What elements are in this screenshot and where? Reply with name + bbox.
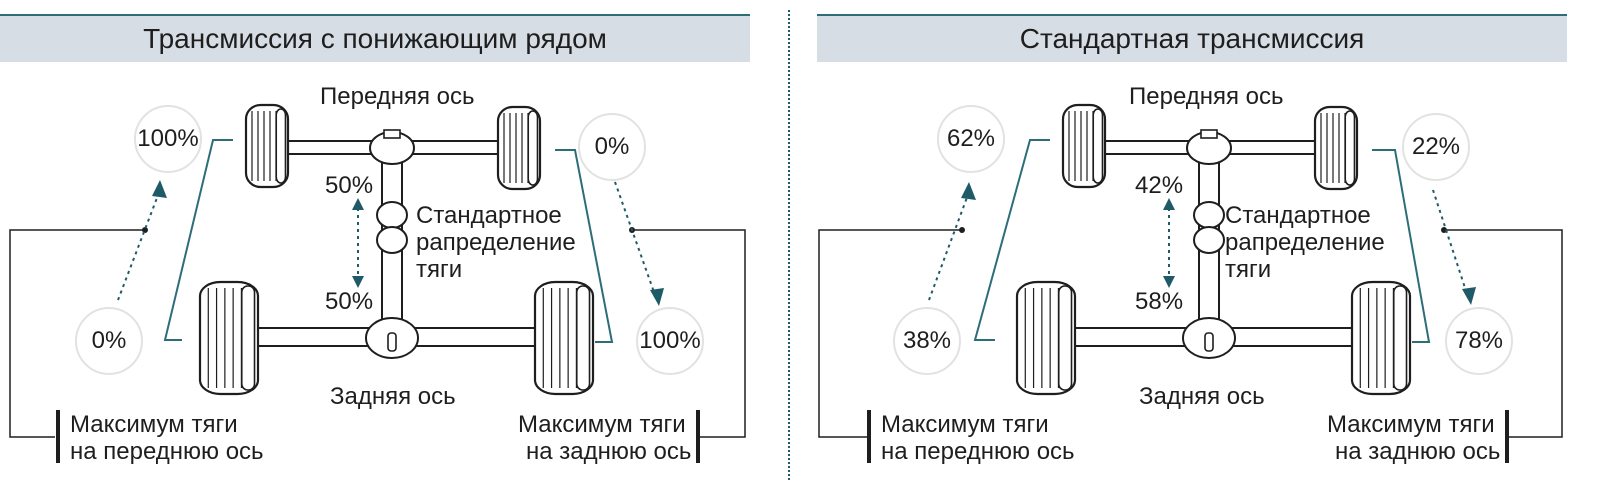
wheel-link-lines (163, 139, 614, 343)
arrow-heads (961, 182, 1476, 305)
bracket-lines (818, 229, 1563, 438)
rim (1057, 285, 1073, 391)
front-right-wheel (496, 105, 542, 191)
rim (275, 108, 287, 184)
shaft-joint-lower (376, 226, 408, 254)
front-left-link (163, 139, 233, 341)
right-flow-arrow (1432, 189, 1468, 295)
rim (240, 285, 256, 391)
rear-diff-pin (1204, 332, 1214, 352)
split-front-value: 42% (1135, 172, 1184, 199)
panel-low-range: Трансмиссия с понижающим рядом (0, 0, 750, 487)
arrow-heads (152, 180, 664, 306)
max-front-line-1: Максимум тяги (70, 411, 238, 438)
center-arrow-head-down (1163, 276, 1175, 288)
front-right-value: 0% (578, 113, 646, 181)
left-junction-dot (959, 227, 965, 233)
rim (1344, 110, 1356, 186)
center-arrow-head-up (352, 198, 364, 210)
right-flow-arrow (614, 181, 656, 296)
center-label-line-1: Стандартное (1225, 202, 1371, 229)
shaft-joint-upper (1193, 201, 1225, 229)
front-axle-label: Передняя ось (320, 83, 475, 110)
rear-diff-pin (387, 332, 397, 352)
max-rear-line-2: на заднюю ось (1335, 438, 1501, 465)
center-label-line-2: рапределение (416, 229, 576, 256)
front-axle-label: Передняя ось (1129, 83, 1284, 110)
left-flow-arrow (928, 191, 970, 301)
left-flow-arrow (117, 189, 161, 301)
left-junction-dot (142, 227, 148, 233)
max-front-line-2: на переднюю ось (70, 438, 264, 465)
rim (1092, 108, 1104, 184)
front-left-value: 100% (134, 105, 202, 173)
rear-right-value: 78% (1445, 307, 1513, 375)
shaft-joint-upper (376, 201, 408, 229)
panel-title: Трансмиссия с понижающим рядом (0, 14, 750, 62)
drivetrain-diagram (818, 103, 1563, 463)
right-junction-dot (1441, 227, 1447, 233)
front-right-value: 22% (1402, 113, 1470, 181)
max-rear-line-1: Максимум тяги (1327, 411, 1495, 438)
front-left-link (973, 139, 1050, 341)
left-bracket-line (9, 229, 145, 438)
bracket-lines (9, 229, 746, 438)
max-front-line-2: на переднюю ось (881, 438, 1075, 465)
center-label-line-3: тяги (1225, 256, 1272, 283)
front-left-wheel (244, 103, 290, 189)
wheel-link-lines (973, 139, 1431, 343)
drivetrain-illustration (1015, 103, 1412, 396)
right-arrow-head (650, 288, 664, 306)
right-bracket-line (1444, 229, 1563, 438)
rear-left-value: 0% (75, 307, 143, 375)
front-right-wheel (1313, 105, 1359, 191)
rear-right-value: 100% (636, 307, 704, 375)
split-front-value: 50% (325, 172, 374, 199)
rear-left-value: 38% (893, 307, 961, 375)
front-diff-cap (1200, 129, 1218, 139)
right-arrow-head (1462, 287, 1476, 305)
rim (527, 110, 539, 186)
rim (1392, 285, 1408, 391)
rear-axle-label: Задняя ось (330, 383, 456, 410)
max-front-line-1: Максимум тяги (881, 411, 1049, 438)
rear-axle-label: Задняя ось (1139, 383, 1265, 410)
dotted-arrows (117, 181, 656, 301)
rear-right-link (555, 149, 614, 343)
bracket-ticks (867, 410, 1509, 463)
shaft-joint-lower (1193, 226, 1225, 254)
panel-divider (788, 10, 790, 480)
front-diff-cap (383, 129, 401, 139)
center-label-line-3: тяги (416, 256, 463, 283)
junction-dots (959, 227, 1447, 233)
center-label-line-2: рапределение (1225, 229, 1385, 256)
rim (575, 285, 591, 391)
split-rear-value: 50% (325, 288, 374, 315)
drivetrain-illustration (198, 103, 595, 396)
dotted-arrows (928, 189, 1468, 301)
drivetrain-diagram (9, 103, 746, 463)
rear-left-wheel (1015, 280, 1077, 396)
center-arrow-head-down (352, 276, 364, 288)
right-bracket-line (632, 229, 746, 438)
front-left-value: 62% (937, 105, 1005, 173)
rear-right-wheel (1350, 280, 1412, 396)
left-arrow-head (152, 180, 167, 198)
bracket-ticks (56, 410, 700, 463)
left-bracket-line (818, 229, 962, 438)
split-rear-value: 58% (1135, 288, 1184, 315)
rear-right-wheel (533, 280, 595, 396)
max-rear-line-2: на заднюю ось (526, 438, 692, 465)
panel-title: Стандартная трансмиссия (817, 14, 1567, 62)
max-rear-line-1: Максимум тяги (518, 411, 686, 438)
center-arrow-head-up (1163, 198, 1175, 210)
front-left-wheel (1061, 103, 1107, 189)
rear-right-link (1372, 149, 1431, 343)
panel-standard: Стандартная трансмиссия (817, 0, 1567, 487)
center-label-line-1: Стандартное (416, 202, 562, 229)
rear-left-wheel (198, 280, 260, 396)
left-arrow-head (961, 182, 976, 200)
